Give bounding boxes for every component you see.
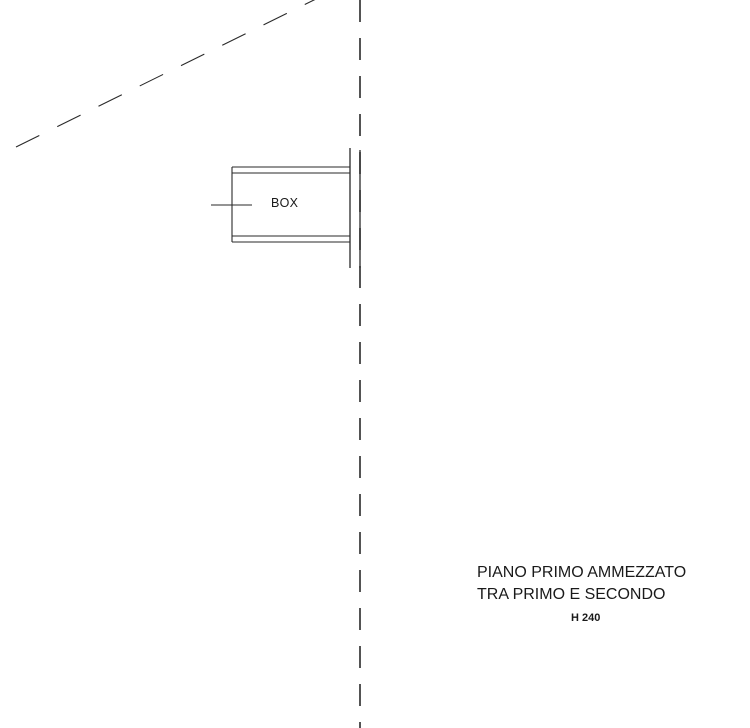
box-outline xyxy=(231,166,350,243)
diagonal-dashed-line xyxy=(15,0,316,148)
floor-label-line2: TRA PRIMO E SECONDO xyxy=(477,586,666,603)
floor-label-line1: PIANO PRIMO AMMEZZATO xyxy=(477,564,687,581)
floor-label: PIANO PRIMO AMMEZZATO TRA PRIMO E SECOND… xyxy=(477,562,737,606)
height-label: H 240 xyxy=(571,612,601,624)
box-label: BOX xyxy=(271,196,299,210)
